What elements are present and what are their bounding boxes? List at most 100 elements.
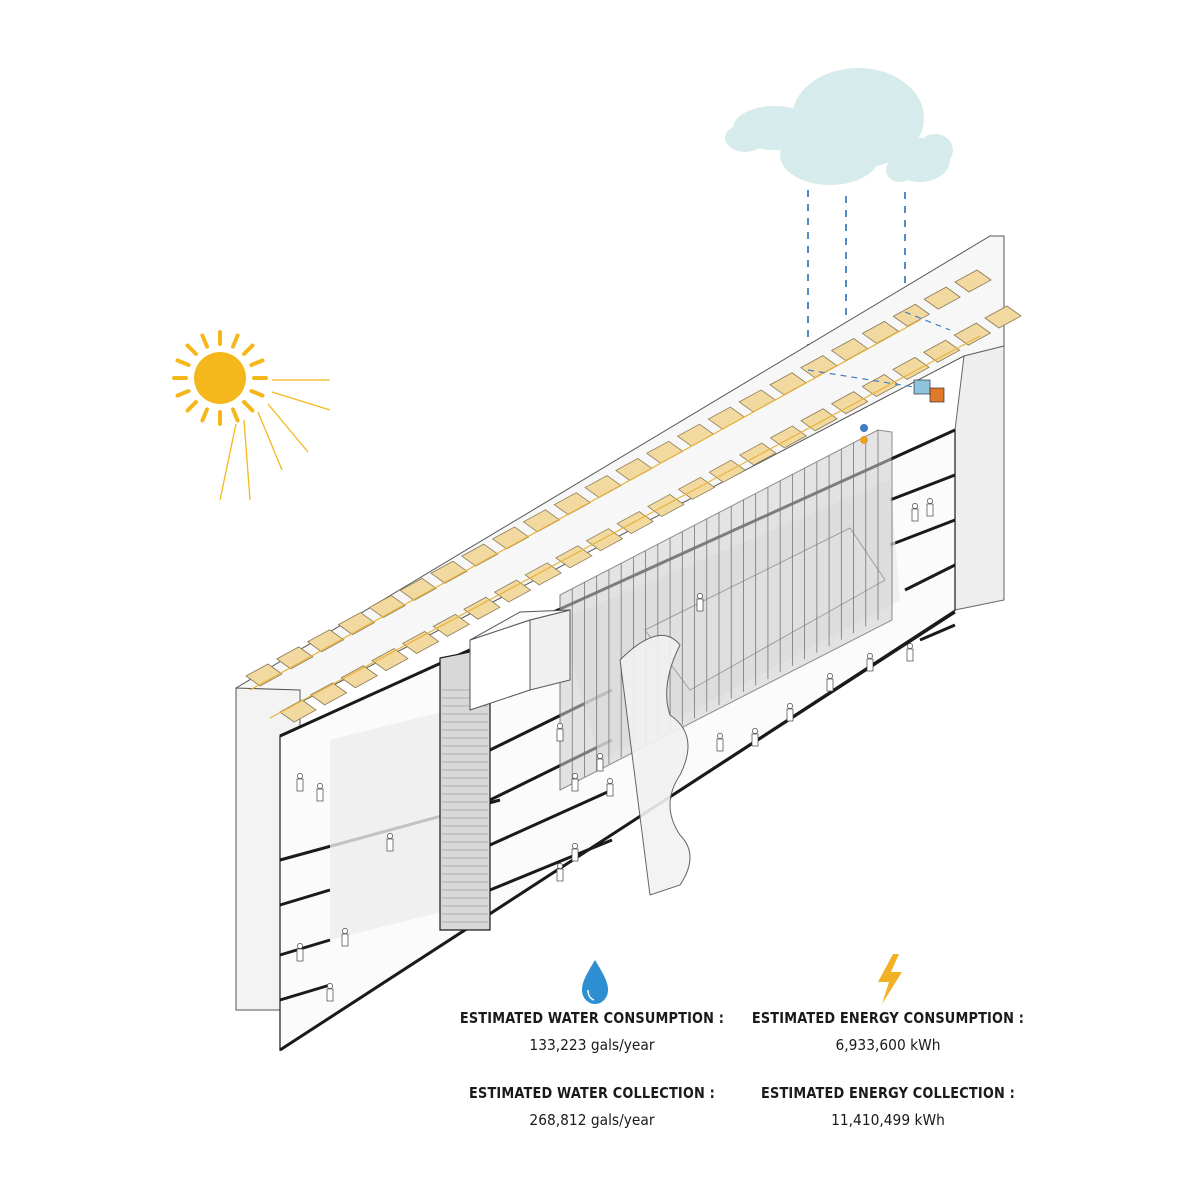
person-body (906, 648, 914, 662)
sun-ray (175, 389, 191, 398)
solar-panel (493, 579, 532, 603)
person-head (867, 653, 873, 659)
solar-panel (368, 595, 407, 618)
solar-panel (279, 699, 317, 723)
person-head (717, 733, 723, 739)
person-head (327, 983, 333, 989)
person-body (751, 733, 759, 747)
person-body (596, 758, 604, 772)
solar-panel (555, 545, 593, 569)
sun-ray (231, 333, 240, 349)
solar-panel (337, 612, 376, 636)
solar-panel (522, 509, 561, 533)
solar-panel (401, 631, 440, 654)
solar-panel (276, 646, 314, 670)
person-body (926, 503, 934, 517)
person-body (911, 508, 919, 522)
solar-panel (739, 442, 777, 466)
person-head (387, 833, 393, 839)
solar-panel (306, 629, 345, 653)
solar-panel (892, 356, 930, 380)
solar-panel (954, 269, 992, 293)
person-body (826, 678, 834, 692)
person-head (912, 503, 918, 509)
person-body (316, 788, 324, 802)
solar-panel (309, 682, 348, 706)
person-head (297, 943, 303, 949)
solar-panel (769, 425, 808, 449)
solar-panel (461, 543, 499, 567)
water-consumption-stat: ESTIMATED WATER CONSUMPTION : 133,223 ga… (432, 1009, 752, 1054)
energy-collection-label: ESTIMATED ENERGY COLLECTION : (761, 1084, 1015, 1102)
person-head (907, 643, 913, 649)
solar-panel (432, 613, 471, 637)
solar-panel (399, 577, 437, 601)
person-head (597, 753, 603, 759)
person-body (786, 708, 794, 722)
water-drop-icon (582, 960, 608, 1004)
cloud-icon (725, 68, 953, 185)
person-head (317, 783, 323, 789)
person-body (326, 988, 334, 1002)
sun-ray (200, 407, 209, 423)
building-section (235, 235, 1022, 1052)
water-consumption-value: 133,223 gals/year (529, 1036, 655, 1054)
person-body (571, 778, 579, 792)
sun-icon (172, 330, 331, 501)
sun-ray (231, 407, 240, 423)
solar-panel (953, 322, 992, 346)
sun-ray (249, 358, 265, 367)
solar-panel (585, 528, 624, 552)
sun-ray (249, 389, 265, 398)
person-head (787, 703, 793, 709)
person-head (297, 773, 303, 779)
person-body (296, 948, 304, 962)
person-head (557, 863, 563, 869)
person-body (296, 778, 304, 792)
person-head (827, 673, 833, 679)
solar-panel (923, 286, 961, 310)
sun-ray (242, 400, 255, 413)
solar-panel (922, 339, 961, 363)
person-body (571, 848, 579, 862)
person-head (342, 928, 348, 934)
water-collection-value: 268,812 gals/year (529, 1111, 655, 1129)
person-body (696, 598, 704, 612)
person-head (927, 498, 933, 504)
energy-consumption-stat: ESTIMATED ENERGY CONSUMPTION : 6,933,600… (728, 1009, 1048, 1054)
solar-panel (892, 303, 931, 327)
sun-ray (200, 333, 209, 349)
lightning-bolt-icon (878, 954, 902, 1004)
person-body (866, 658, 874, 672)
energy-consumption-label: ESTIMATED ENERGY CONSUMPTION : (751, 1009, 1025, 1027)
person-body (556, 868, 564, 882)
water-consumption-label: ESTIMATED WATER CONSUMPTION : (459, 1009, 725, 1027)
person-head (697, 593, 703, 599)
person-body (386, 838, 394, 852)
solar-panel (371, 648, 409, 672)
sun-ray (185, 400, 198, 413)
energy-collection-stat: ESTIMATED ENERGY COLLECTION : 11,410,499… (728, 1084, 1048, 1129)
sun-ray (185, 343, 198, 356)
person-head (607, 778, 613, 784)
sun-ray (175, 358, 191, 367)
sun-ray (242, 343, 255, 356)
person-body (716, 738, 724, 752)
person-head (572, 773, 578, 779)
solar-panel (524, 562, 562, 586)
person-head (572, 843, 578, 849)
water-collection-stat: ESTIMATED WATER COLLECTION : 268,812 gal… (432, 1084, 752, 1129)
solar-panel (430, 560, 468, 584)
solar-panel (491, 526, 530, 550)
energy-consumption-value: 6,933,600 kWh (835, 1036, 941, 1054)
water-collection-label: ESTIMATED WATER COLLECTION : (469, 1084, 715, 1102)
person-body (341, 933, 349, 947)
solar-panel (245, 663, 283, 687)
person-head (752, 728, 758, 734)
solar-panel (340, 665, 379, 689)
person-body (606, 783, 614, 797)
energy-collection-value: 11,410,499 kWh (831, 1111, 945, 1129)
solar-panel (984, 305, 1022, 329)
person-head (557, 723, 563, 729)
